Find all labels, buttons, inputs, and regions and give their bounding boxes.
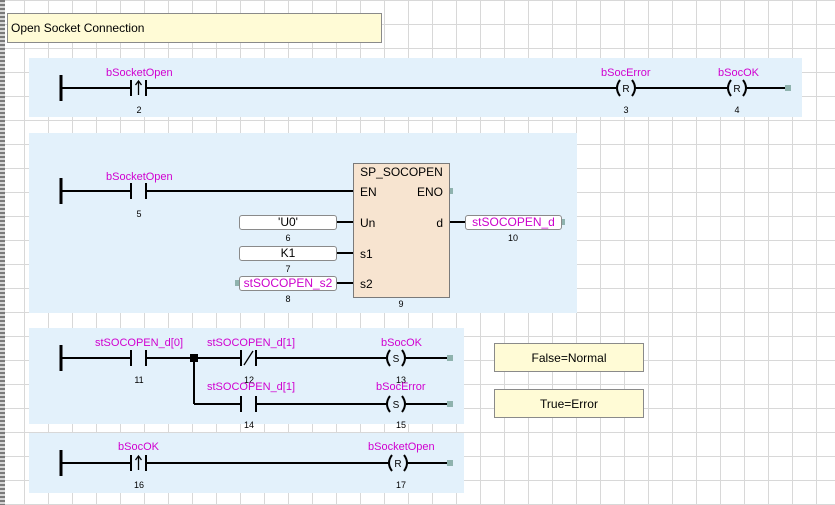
pin-en: EN [360,185,377,199]
input-s1-value[interactable]: K1 [239,246,337,261]
pin-s2: s2 [360,277,373,291]
contact-stsocopen-d0-label[interactable]: stSOCOPEN_d[0] [95,337,184,349]
function-block-title: SP_SOCOPEN [360,165,443,179]
svg-text:S: S [393,400,400,411]
contact-stsocopen-d1-no-label[interactable]: stSOCOPEN_d[1] [207,381,296,393]
element-number: 17 [395,480,406,490]
input-s2-variable[interactable]: stSOCOPEN_s2 [239,276,337,291]
svg-text:R: R [622,84,629,95]
element-number: 3 [623,105,629,115]
coil-bsocok-label[interactable]: bSocOK [381,337,422,349]
section-comment[interactable]: Open Socket Connection [7,13,382,43]
contact-stsocopen-d1-nc-label[interactable]: stSOCOPEN_d[1] [207,337,296,349]
coil-bsocerror-label[interactable]: bSocError [601,67,651,79]
function-block-sp-socopen[interactable]: SP_SOCOPEN EN ENO Un d s1 s2 [353,163,450,298]
svg-text:S: S [393,354,400,365]
element-number: 9 [398,299,404,309]
rung-3-region[interactable] [29,328,464,424]
pin-un: Un [360,216,376,230]
pin-s1: s1 [360,247,373,261]
svg-text:R: R [733,84,740,95]
editor-left-border [0,0,5,505]
comment-true-error[interactable]: True=Error [494,389,644,418]
pin-eno: ENO [416,185,443,199]
pin-d: d [436,216,443,230]
element-number: 11 [134,375,144,385]
element-number: 2 [136,105,142,115]
contact-bsocketopen-label[interactable]: bSocketOpen [106,171,173,183]
coil-bsocok-label[interactable]: bSocOK [718,67,759,79]
element-number: 4 [734,105,740,115]
input-un-value[interactable]: 'U0' [239,215,337,230]
element-number: 7 [285,264,291,274]
element-number: 15 [395,420,406,430]
element-number: 14 [243,420,254,430]
contact-bsocok-label[interactable]: bSocOK [118,441,159,453]
element-number: 10 [507,233,518,243]
element-number: 12 [243,375,254,385]
element-number: 6 [285,233,291,243]
coil-bsocketopen-label[interactable]: bSocketOpen [368,441,435,453]
contact-bsocketopen-label[interactable]: bSocketOpen [106,67,173,79]
element-number: 13 [395,375,406,385]
element-number: 16 [133,480,144,490]
svg-text:R: R [394,459,401,470]
element-number: 8 [285,294,291,304]
output-d-variable[interactable]: stSOCOPEN_d [465,215,562,230]
coil-bsocerror-label[interactable]: bSocError [376,381,426,393]
comment-false-normal[interactable]: False=Normal [494,343,644,372]
element-number: 5 [136,209,142,219]
